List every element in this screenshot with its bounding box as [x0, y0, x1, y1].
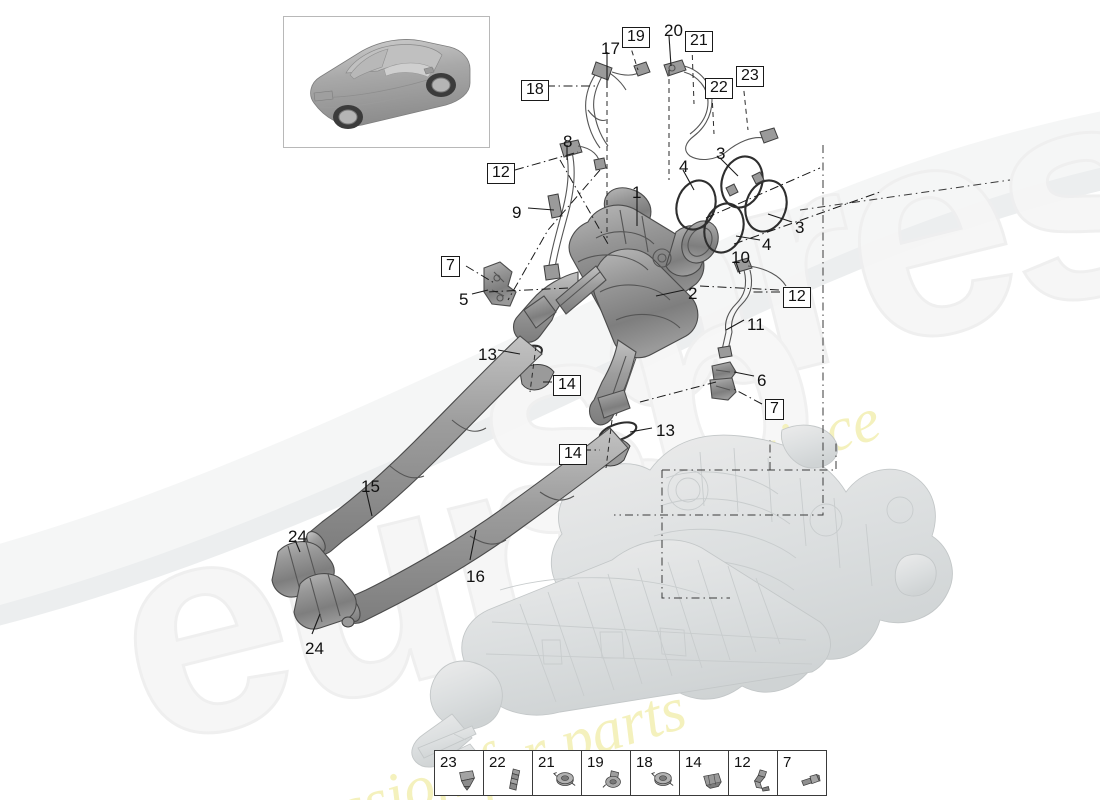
hex-bolt-icon [797, 768, 823, 792]
legend-cell-7[interactable]: 7 [778, 751, 826, 795]
legend-number: 7 [783, 754, 792, 771]
clamp-icon [699, 768, 725, 792]
oxygen-sensor-icon [650, 768, 676, 792]
legend-number: 21 [538, 754, 555, 771]
legend-cell-19[interactable]: 19 [582, 751, 631, 795]
legend-cell-12[interactable]: 12 [729, 751, 778, 795]
callout-18-boxed[interactable]: 18 [521, 80, 549, 101]
callout-10[interactable]: 10 [731, 248, 750, 267]
callout-3[interactable]: 3 [716, 144, 726, 163]
exhaust-sensor-grommet-icon [454, 768, 480, 792]
callout-24[interactable]: 24 [288, 527, 307, 546]
callout-3[interactable]: 3 [795, 218, 805, 237]
callout-4[interactable]: 4 [762, 235, 772, 254]
callout-11[interactable]: 11 [747, 315, 765, 334]
temperature-sensor-icon [601, 768, 627, 792]
engine-transmission-ghost [411, 424, 953, 769]
callout-7-boxed[interactable]: 7 [441, 256, 460, 277]
legend-number: 12 [734, 754, 751, 771]
callout-4[interactable]: 4 [679, 157, 689, 176]
legend-number: 18 [636, 754, 653, 771]
callout-5[interactable]: 5 [459, 290, 469, 309]
callout-12-boxed[interactable]: 12 [783, 287, 811, 308]
callout-19-boxed[interactable]: 19 [622, 27, 650, 48]
callout-16[interactable]: 16 [466, 567, 485, 586]
callout-1[interactable]: 1 [632, 183, 642, 202]
callout-17[interactable]: 17 [601, 39, 620, 58]
callout-13[interactable]: 13 [656, 421, 675, 440]
vehicle-inset [283, 16, 490, 148]
callout-23-boxed[interactable]: 23 [736, 66, 764, 87]
cable-clip-icon [503, 768, 529, 792]
mount-bracket-5 [483, 261, 517, 307]
legend-cell-22[interactable]: 22 [484, 751, 533, 795]
mount-bracket-6 [709, 361, 737, 401]
callout-22-boxed[interactable]: 22 [705, 78, 733, 99]
legend-number: 19 [587, 754, 604, 771]
legend-cell-18[interactable]: 18 [631, 751, 680, 795]
legend-number: 22 [489, 754, 506, 771]
legend-number: 14 [685, 754, 702, 771]
callout-2[interactable]: 2 [688, 284, 698, 303]
callout-20[interactable]: 20 [664, 21, 683, 40]
callout-12-boxed[interactable]: 12 [487, 163, 515, 184]
callout-13[interactable]: 13 [478, 345, 497, 364]
vehicle-illustration [310, 39, 471, 129]
callout-8[interactable]: 8 [563, 132, 573, 151]
callout-9[interactable]: 9 [512, 203, 522, 222]
bracket-clip-icon [748, 768, 774, 792]
callout-7-boxed[interactable]: 7 [765, 399, 784, 420]
legend-cell-23[interactable]: 23 [435, 751, 484, 795]
callout-14-boxed[interactable]: 14 [553, 375, 581, 396]
callout-24[interactable]: 24 [305, 639, 324, 658]
callout-21-boxed[interactable]: 21 [685, 31, 713, 52]
legend-cell-21[interactable]: 21 [533, 751, 582, 795]
legend-number: 23 [440, 754, 457, 771]
oxygen-sensor-icon [552, 768, 578, 792]
catalytic-converter-part-1 [512, 187, 719, 426]
callout-15[interactable]: 15 [361, 477, 380, 496]
callout-6[interactable]: 6 [757, 371, 767, 390]
sensor-group-17-18-19 [585, 61, 651, 149]
rod-clip-group-10-11 [717, 257, 787, 359]
legend-cell-14[interactable]: 14 [680, 751, 729, 795]
callout-14-boxed[interactable]: 14 [559, 444, 587, 465]
parts-legend: 23 22 21 19 18 14 12 7 [434, 750, 827, 796]
